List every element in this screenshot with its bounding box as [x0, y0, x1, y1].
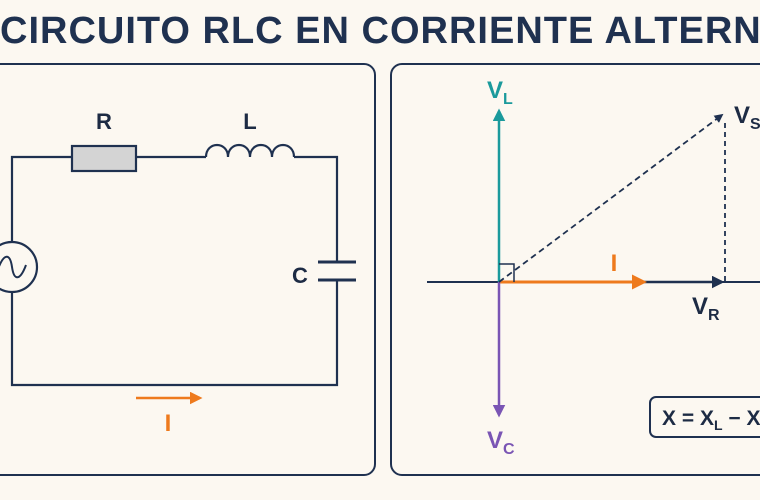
formula-box	[649, 396, 760, 438]
circuit-diagram: R L C I	[0, 109, 356, 437]
vl-label: VL	[487, 77, 513, 108]
right-angle-marker	[499, 263, 515, 282]
vr-label: VR	[692, 293, 720, 324]
circuit-panel: R L C I	[0, 63, 376, 476]
vs-vector	[498, 113, 724, 283]
phasor-panel: VL VC VR VS I X = XL − XC	[390, 63, 760, 476]
current-label: I	[165, 410, 172, 437]
vc-label: VC	[487, 427, 515, 458]
vs-label: VS	[734, 102, 760, 133]
phasor-diagram: VL VC VR VS I X = XL − XC	[427, 77, 760, 458]
inductor-coil	[204, 143, 296, 158]
capacitor	[318, 260, 356, 282]
capacitor-label: C	[292, 263, 308, 288]
page-title: CIRCUITO RLC EN CORRIENTE ALTERNA	[0, 10, 760, 52]
reactance-formula: X = XL − XC	[662, 407, 760, 433]
circuit-wires	[10, 155, 339, 387]
resistor	[70, 144, 138, 173]
current-vector-label: I	[611, 250, 618, 277]
ac-source-icon	[0, 240, 39, 294]
inductor-label: L	[243, 109, 256, 134]
resistor-label: R	[96, 109, 112, 134]
